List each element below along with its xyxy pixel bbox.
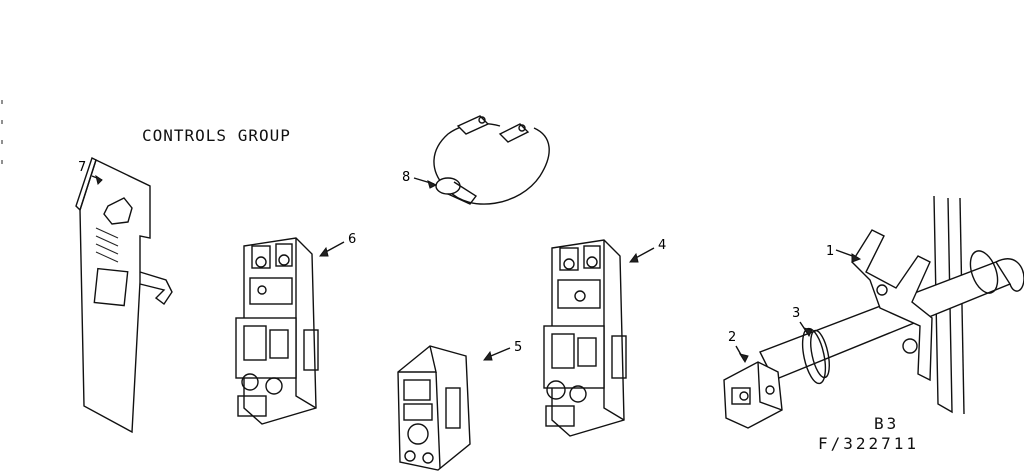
- callout-3: 3: [792, 306, 801, 321]
- figure-code-line2: F/322711: [818, 434, 920, 453]
- callout-1: 1: [826, 244, 835, 259]
- callout-5: 5: [514, 340, 523, 355]
- diagram-title: CONTROLS GROUP: [142, 126, 291, 145]
- part-5-single-thermostat: [397, 345, 511, 471]
- part-7-cover-plate: [75, 157, 173, 434]
- callout-6: 6: [348, 232, 357, 247]
- part-4-lower-thermostat: [543, 239, 655, 437]
- figure-code-line1: B3: [874, 414, 900, 433]
- callout-2: 2: [728, 330, 737, 345]
- part-6-upper-thermostat: [235, 237, 345, 425]
- callout-8: 8: [402, 170, 411, 185]
- callout-4: 4: [658, 238, 667, 253]
- part-1-2-3-heating-element: [723, 195, 1024, 429]
- part-8-wire-sensor: [413, 115, 550, 205]
- callout-7: 7: [78, 160, 87, 175]
